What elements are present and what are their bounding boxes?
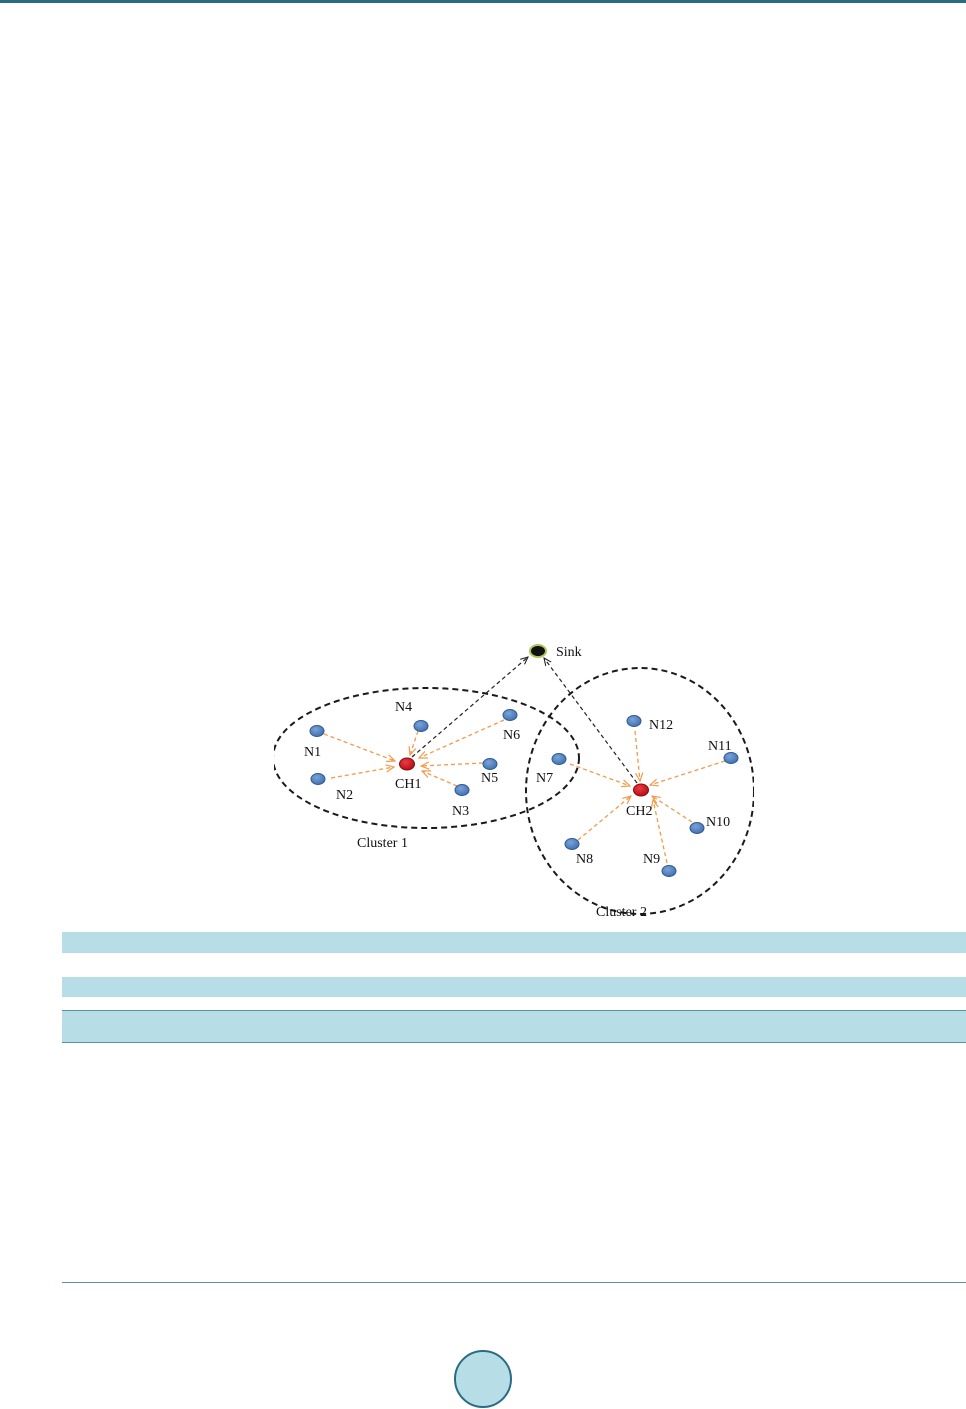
node-n2 xyxy=(310,773,326,785)
node-n9 xyxy=(661,865,677,877)
link-n5-ch1 xyxy=(421,763,484,766)
label-n12: N12 xyxy=(649,718,673,733)
label-ch2: CH2 xyxy=(626,804,652,819)
label-n6: N6 xyxy=(503,728,520,743)
node-n12 xyxy=(626,715,642,727)
node-n7 xyxy=(551,753,567,765)
label-n11: N11 xyxy=(708,739,732,754)
label-n1: N1 xyxy=(304,745,321,760)
label-n4: N4 xyxy=(395,700,412,715)
header-rule xyxy=(0,0,966,3)
node-n4 xyxy=(413,720,429,732)
label-n7: N7 xyxy=(536,771,553,786)
table-header-band xyxy=(62,1010,966,1043)
sink-label: Sink xyxy=(556,645,582,660)
link-n2-ch1 xyxy=(330,767,394,779)
sensor-nodes xyxy=(309,709,739,877)
network-figure: Sink N1 N2 N3 N4 N5 N6 N7 N8 xyxy=(274,640,754,924)
node-n5 xyxy=(482,758,498,770)
node-n10 xyxy=(689,822,705,834)
label-n2: N2 xyxy=(336,788,353,803)
link-ch1-sink xyxy=(411,657,528,758)
table-bottom-rule xyxy=(62,1282,966,1283)
caption-band-1 xyxy=(62,932,966,953)
label-n5: N5 xyxy=(481,771,498,786)
cluster2-boundary xyxy=(525,667,754,915)
link-n1-ch1 xyxy=(323,733,395,761)
node-n6 xyxy=(502,709,518,721)
label-n9: N9 xyxy=(643,852,660,867)
cluster-head-ch1 xyxy=(399,757,415,771)
link-ch2-sink xyxy=(544,658,638,784)
link-n3-ch1 xyxy=(422,771,458,787)
cluster-heads xyxy=(399,757,649,797)
node-n3 xyxy=(454,784,470,796)
cluster-head-ch2 xyxy=(633,783,649,797)
link-n6-ch1 xyxy=(419,719,505,758)
link-n12-ch2 xyxy=(634,730,640,781)
label-ch1: CH1 xyxy=(395,777,421,792)
link-n10-ch2 xyxy=(652,796,693,823)
link-n11-ch2 xyxy=(650,760,726,785)
label-n10: N10 xyxy=(706,815,730,830)
link-n7-ch2 xyxy=(569,763,630,786)
link-n4-ch1 xyxy=(410,730,419,755)
label-cluster2: Cluster 2 xyxy=(596,905,647,920)
node-n11 xyxy=(723,752,739,764)
sink-links xyxy=(411,657,638,784)
label-n8: N8 xyxy=(576,852,593,867)
node-n8 xyxy=(564,838,580,850)
cluster-network-diagram: Sink N1 N2 N3 N4 N5 N6 N7 N8 xyxy=(274,640,754,924)
sink-node xyxy=(529,644,547,658)
link-n8-ch2 xyxy=(577,796,631,841)
link-n9-ch2 xyxy=(653,800,668,864)
member-links xyxy=(323,719,726,864)
node-n1 xyxy=(309,725,325,737)
page-number-badge xyxy=(454,1350,512,1408)
caption-band-2 xyxy=(62,977,966,997)
label-cluster1: Cluster 1 xyxy=(357,836,408,851)
label-n3: N3 xyxy=(452,804,469,819)
cluster1-boundary xyxy=(274,687,580,829)
